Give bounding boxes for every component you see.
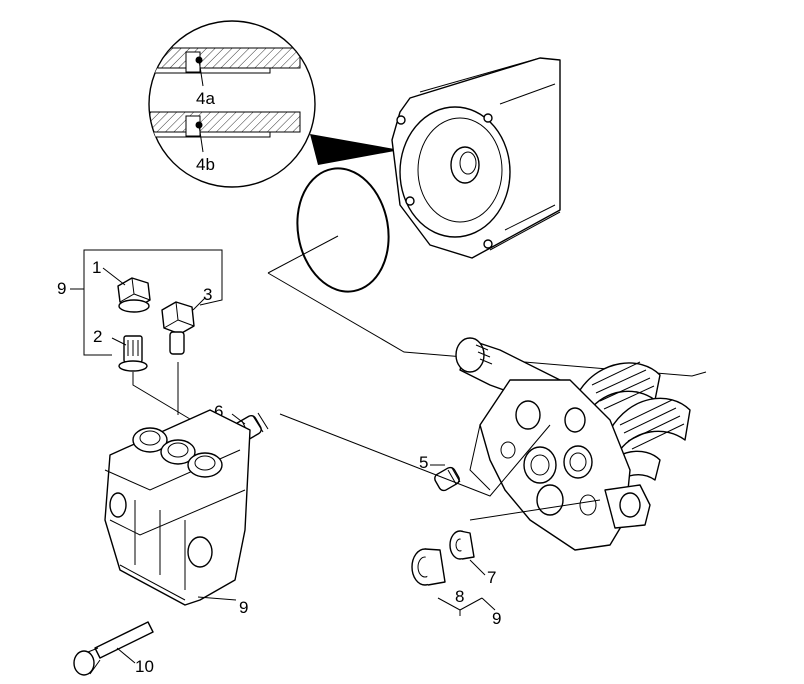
callout-1: 1 xyxy=(92,258,101,277)
cylinder-flange xyxy=(391,57,561,259)
pump-head xyxy=(455,337,691,551)
o-ring-4 xyxy=(296,167,390,293)
seal-part-8 xyxy=(411,548,446,586)
callout-2: 2 xyxy=(93,327,102,346)
spring-icons xyxy=(579,361,691,491)
callout-4a: 4a xyxy=(196,89,215,108)
callout-9-bottom-left: 9 xyxy=(239,598,248,617)
callout-5: 5 xyxy=(419,453,428,472)
seal-part-7 xyxy=(449,530,475,560)
callout-9-bottom-right: 9 xyxy=(492,609,501,628)
callout-10: 10 xyxy=(135,657,154,676)
detail-pointer xyxy=(310,134,400,165)
callout-7: 7 xyxy=(487,568,496,587)
callout-6: 6 xyxy=(214,402,223,421)
valve-part-2 xyxy=(118,335,148,372)
plug-part-3 xyxy=(161,301,195,355)
callout-9-top: 9 xyxy=(57,279,66,298)
manifold-block xyxy=(104,409,251,606)
callout-3: 3 xyxy=(203,285,212,304)
callout-4b: 4b xyxy=(196,155,215,174)
callout-8: 8 xyxy=(455,587,464,606)
detail-circle: 4a 4b xyxy=(148,20,316,188)
bolt-part-10 xyxy=(73,621,154,676)
plug-part-1 xyxy=(117,277,151,313)
